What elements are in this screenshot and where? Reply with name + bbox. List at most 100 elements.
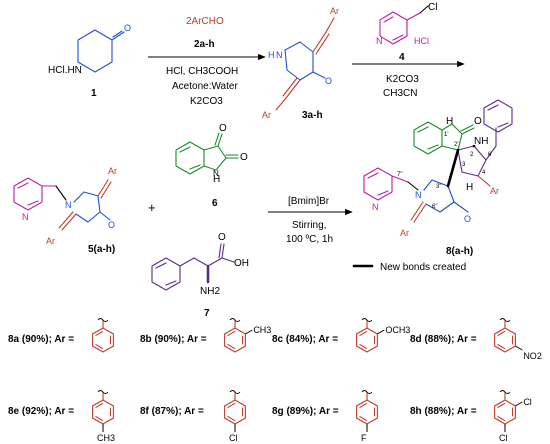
compound-3-oxygen: O <box>325 76 332 86</box>
compound-1-structure: O HCl.HN 1 <box>48 23 131 99</box>
compound-7-oxygen: O <box>218 232 226 243</box>
compound-5-ar-bottom: Ar <box>46 236 55 246</box>
ring-double-bond <box>227 330 236 337</box>
product-ar: Ar <box>490 186 499 196</box>
product-pyridine-n: N <box>372 202 379 212</box>
variant-8g: 8g (89%); Ar = F <box>272 390 378 443</box>
variant-8c: 8c (84%); Ar = OCH3 <box>272 318 410 353</box>
variant-label: 8h (88%); Ar = <box>410 406 477 417</box>
ring-double-bond <box>497 402 506 409</box>
compound-3-ar-bottom: Ar <box>262 110 271 120</box>
ring-double-bond <box>227 402 236 409</box>
ring-double-bond <box>497 415 506 422</box>
compound-3-structure: H N O Ar Ar 3a-h <box>262 6 339 121</box>
substituent-label: F <box>361 433 367 443</box>
compound-4-label: 4 <box>399 52 405 63</box>
ring-double-bond <box>95 343 104 350</box>
compound-5-oxygen: O <box>108 220 115 230</box>
arrow-step-3: [Bmim]Br Stirring, 100 ºC, 1h <box>268 196 353 245</box>
aryl-ring <box>92 327 114 353</box>
variant-8f: 8f (87%); Ar = Cl <box>140 390 246 443</box>
product-pyrrolidine-nh: NH <box>474 136 488 147</box>
variant-label: 8f (87%); Ar = <box>140 406 204 417</box>
compound-6-label: 6 <box>212 198 218 209</box>
product-ar-bottom: Ar <box>400 228 409 238</box>
arrow-step-2: K2CO3 CH3CN <box>352 60 465 99</box>
compound-1-label: 1 <box>91 88 97 99</box>
legend: New bonds created <box>352 262 466 273</box>
compound-7-label: 7 <box>204 308 210 319</box>
substituent-label: Cl <box>229 433 238 443</box>
product-oxindole-o: O <box>474 116 482 127</box>
step3-condition-2: 100 ºC, 1h <box>286 234 333 245</box>
compound-7-oh: OH <box>234 258 249 269</box>
product-8-label: 8(a-h) <box>446 246 473 257</box>
compound-4-hcl: HCl <box>414 36 429 46</box>
arrow-step-1: 2ArCHO 2a-h HCl, CH3COOH Acetone:Water K… <box>148 16 266 107</box>
legend-text: New bonds created <box>380 262 466 273</box>
step1-reagent-label: 2a-h <box>194 39 215 50</box>
ring-double-bond <box>227 415 236 422</box>
product-locant-7: 7" <box>397 172 402 178</box>
attachment-wavy-line <box>499 318 511 322</box>
variant-label: 8g (89%); Ar = <box>272 406 339 417</box>
step1-condition-1: HCl, CH3COOH <box>166 66 238 77</box>
ring-double-bond <box>359 415 368 422</box>
step1-condition-2: Acetone:Water <box>172 81 238 92</box>
attachment-wavy-line <box>229 318 241 322</box>
ring-double-bond <box>359 343 368 350</box>
attachment-wavy-line <box>361 318 373 322</box>
substituent-label: NO2 <box>523 351 542 361</box>
ring-double-bond <box>359 402 368 409</box>
substituent-label: CH3 <box>97 433 115 443</box>
ring-double-bond <box>497 330 506 337</box>
compound-7-nh2: NH2 <box>200 286 220 297</box>
product-oxygen: O <box>464 214 471 224</box>
attachment-wavy-line <box>499 390 511 394</box>
substituent-bond <box>515 401 523 407</box>
ring-double-bond <box>95 415 104 422</box>
compound-6-o2: O <box>240 152 248 163</box>
attachment-wavy-line <box>229 390 241 394</box>
variant-8e: 8e (92%); Ar = CH3 <box>8 390 115 443</box>
compound-3-ar-top: Ar <box>330 6 339 16</box>
compound-4-structure: N Cl HCl 4 <box>376 2 437 63</box>
variant-8b: 8b (90%); Ar =CH3 <box>140 318 271 353</box>
compound-3-label: 3a-h <box>302 110 323 121</box>
compound-7-structure: O OH NH2 7 <box>151 232 249 319</box>
variant-label: 8c (84%); Ar = <box>272 334 338 345</box>
compound-6-o1: O <box>219 123 227 134</box>
compound-1-hcl-nh: HCl.HN <box>48 65 82 76</box>
variant-8d: 8d (88%); Ar =NO2 <box>410 318 542 361</box>
product-locant-8: 6" <box>432 204 437 210</box>
ring-double-bond <box>497 343 506 350</box>
compound-4-cl: Cl <box>428 2 437 13</box>
compound-3-nh: H <box>268 50 275 60</box>
attachment-wavy-line <box>97 318 109 322</box>
variant-label: 8a (90%); Ar = <box>8 334 74 345</box>
ring-double-bond <box>95 402 104 409</box>
product-piperidine-n: N <box>415 190 422 200</box>
ring-double-bond <box>359 330 368 337</box>
compound-5-pyridine-n: N <box>22 212 29 222</box>
substituent-bond <box>515 345 523 351</box>
product-locant-3: 3" <box>436 184 441 190</box>
ring-double-bond <box>227 343 236 350</box>
attachment-wavy-line <box>361 390 373 394</box>
variant-8a: 8a (90%); Ar = <box>8 318 114 353</box>
compound-5-structure: N N O Ar Ar 5(a-h) <box>13 166 117 255</box>
plus-sign: + <box>148 200 156 215</box>
substituent-bond <box>245 329 253 335</box>
compound-6-structure: O O H N 6 <box>175 123 248 209</box>
product-locant-4: 3 <box>462 162 466 168</box>
product-locant-2: 2' <box>454 142 458 148</box>
substituent-label: Cl <box>499 433 508 443</box>
step3-condition-top: [Bmim]Br <box>288 196 330 207</box>
aryl-ring <box>494 327 516 353</box>
substituent-label: OCH3 <box>385 325 410 335</box>
step2-condition-2: CH3CN <box>383 88 417 99</box>
variant-label: 8e (92%); Ar = <box>8 406 74 417</box>
product-locant-1: 1' <box>444 132 448 138</box>
